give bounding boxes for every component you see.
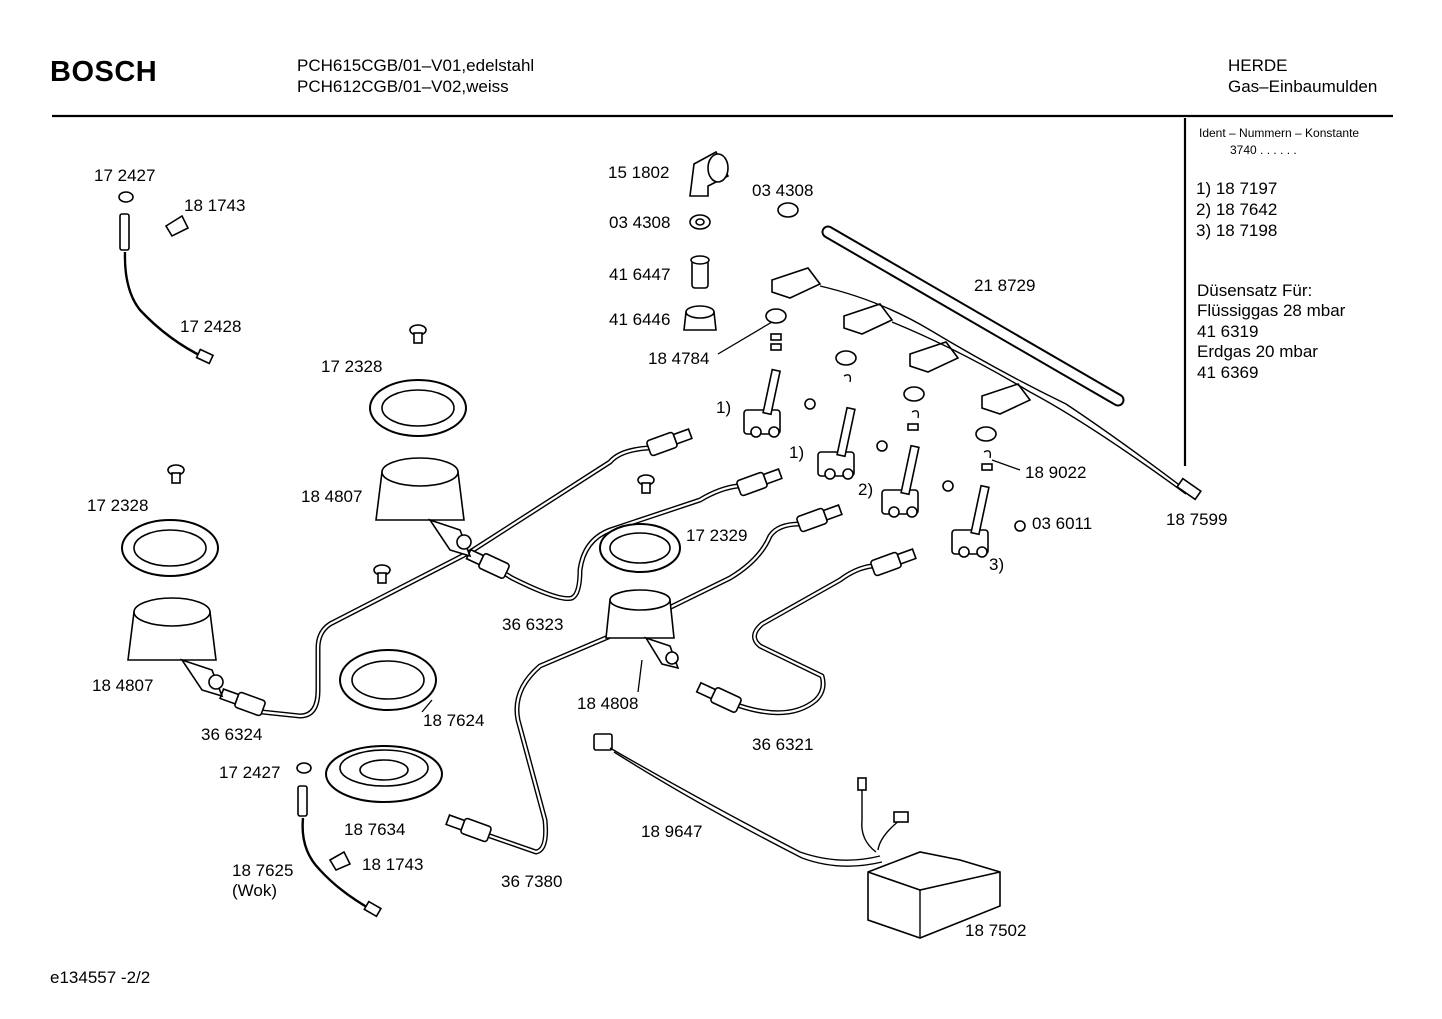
ignition-switches: [771, 267, 1202, 501]
part-label: 21 8729: [974, 276, 1036, 295]
nozzle-line-4: 41 6369: [1197, 363, 1259, 382]
thermocouple-top-left: [118, 191, 215, 365]
brand-logo: BOSCH: [50, 56, 158, 88]
part-label: 18 4784: [648, 349, 710, 368]
part-label: 18 7599: [1166, 510, 1228, 529]
ident-title: Ident – Nummern – Konstante: [1199, 126, 1360, 140]
nozzle-title: Düsensatz Für:: [1197, 281, 1313, 300]
part-label: 36 6324: [201, 725, 263, 744]
valve-knobs: [765, 308, 997, 471]
category-line-2: Gas–Einbaumulden: [1228, 77, 1378, 96]
part-label: 18 7634: [344, 820, 406, 839]
part-label: 41 6447: [609, 265, 671, 284]
wok-burner: [296, 745, 443, 918]
part-label: 18 9647: [641, 822, 703, 841]
variant-marker: 3): [989, 555, 1005, 574]
variant-1: 1) 18 7197: [1196, 179, 1278, 198]
part-label: 18 1743: [184, 196, 246, 215]
category-line-1: HERDE: [1228, 56, 1288, 75]
part-label: 17 2328: [87, 496, 149, 515]
part-label: 18 7624: [423, 711, 485, 730]
part-label: 18 9022: [1025, 463, 1087, 482]
part-label: 18 7625: [232, 861, 294, 880]
part-label: 17 2428: [180, 317, 242, 336]
part-label: 17 2427: [94, 166, 156, 185]
nozzle-line-1: Flüssiggas 28 mbar: [1197, 301, 1346, 320]
part-label: 17 2427: [219, 763, 281, 782]
model-line-2: PCH612CGB/01–V02,weiss: [297, 77, 509, 96]
part-label: 17 2329: [686, 526, 748, 545]
part-label: 18 7502: [965, 921, 1027, 940]
screws: [167, 324, 655, 584]
part-label: 03 4308: [609, 213, 671, 232]
model-line-1: PCH615CGB/01–V01,edelstahl: [297, 56, 535, 75]
part-label: 18 4807: [301, 487, 363, 506]
part-label: 41 6446: [609, 310, 671, 329]
burner-gaskets: [121, 379, 681, 711]
variant-3: 3) 18 7198: [1196, 221, 1278, 240]
drawing-id: e134557 -2/2: [50, 968, 151, 987]
part-label: 03 4308: [752, 181, 814, 200]
part-label: (Wok): [232, 881, 278, 900]
variant-2: 2) 18 7642: [1196, 200, 1278, 219]
pipe-fittings: [219, 428, 917, 843]
ignition-wiring: [593, 733, 1001, 939]
part-label: 18 4807: [92, 676, 154, 695]
part-label: 18 4808: [577, 694, 639, 713]
part-label: 36 6323: [502, 615, 564, 634]
variant-marker: 2): [858, 480, 874, 499]
part-label: 17 2328: [321, 357, 383, 376]
nozzle-line-2: 41 6319: [1197, 322, 1259, 341]
part-label: 18 1743: [362, 855, 424, 874]
part-label: 03 6011: [1032, 514, 1093, 533]
gas-valves: [743, 368, 1026, 558]
variant-marker: 1): [789, 443, 805, 462]
variant-marker: 1): [716, 398, 732, 417]
fittings-column: [683, 150, 799, 331]
ident-value: 3740 . . . . . .: [1230, 143, 1297, 157]
leader-lines: [421, 321, 1021, 713]
part-label: 36 7380: [501, 872, 563, 891]
nozzle-line-3: Erdgas 20 mbar: [1197, 342, 1318, 361]
gas-pipes: [259, 225, 1125, 855]
part-label: 36 6321: [752, 735, 814, 754]
part-label: 15 1802: [608, 163, 670, 182]
burner-housings: [127, 457, 680, 698]
